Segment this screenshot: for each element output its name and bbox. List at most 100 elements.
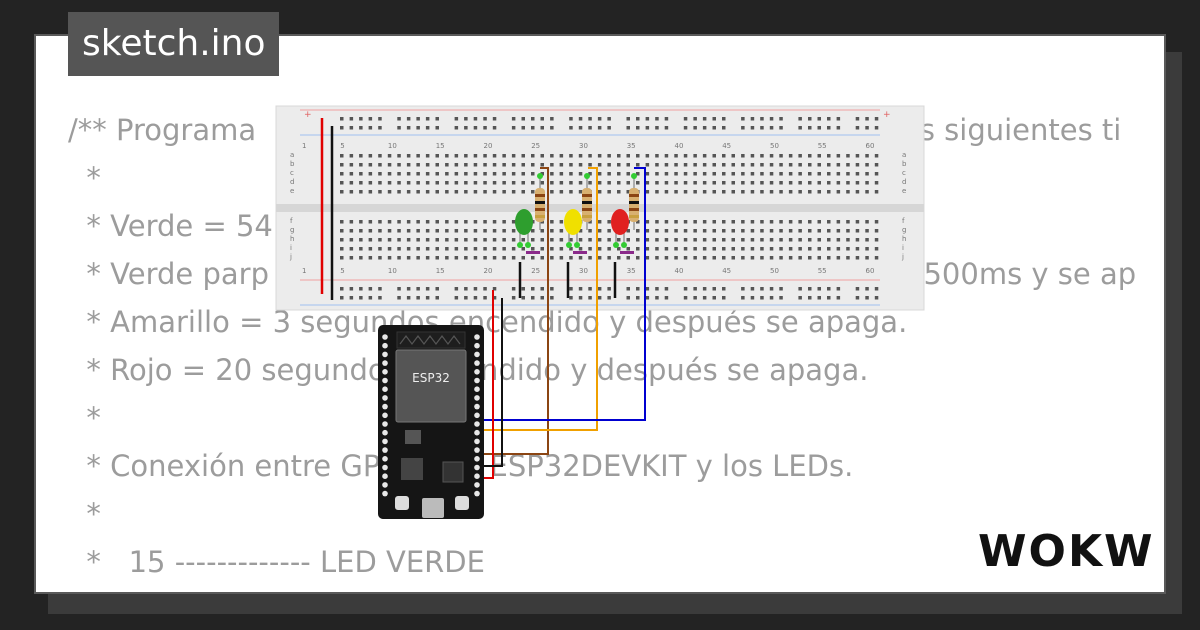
breadboard-hole [836,163,841,167]
breadboard-hole [808,181,812,185]
breadboard-hole [378,181,382,185]
breadboard-hole [846,172,850,176]
mcu-pin [382,351,388,358]
breadboard-hole [874,247,879,251]
breadboard-hole [702,247,707,251]
breadboard-hole [473,117,478,121]
breadboard-hole [531,296,535,300]
breadboard-hole [464,296,468,300]
breadboard-hole [865,190,869,194]
breadboard-hole [664,229,669,233]
breadboard-hole [454,229,459,233]
breadboard-hole [349,238,354,242]
breadboard-hole [435,154,439,158]
breadboard-hole [712,190,716,194]
breadboard-hole [827,220,831,224]
breadboard-hole [359,117,363,121]
breadboard-hole [645,181,650,185]
breadboard-hole [731,256,735,260]
breadboard-hole [779,172,783,176]
breadboard-hole [406,256,411,260]
breadboard-hole [473,287,478,291]
mcu-pin [382,473,388,480]
breadboard-hole [683,163,688,167]
breadboard-hole [712,256,716,260]
breadboard-hole [378,190,382,194]
breadboard-hole [425,287,430,291]
breadboard-hole [722,256,726,260]
mcu-pin [474,369,480,375]
row-label: c [902,169,906,177]
breadboard-hole [349,117,354,121]
breadboard-hole [550,220,554,224]
breadboard-hole [387,154,392,158]
breadboard-hole [359,247,363,251]
breadboard-hole [397,247,401,251]
breadboard-hole [664,287,669,291]
mcu-pin [474,403,480,410]
breadboard-hole [464,117,468,121]
breadboard-hole [492,172,497,176]
esp32-chip-label: ESP32 [412,371,450,385]
mcu-pin [382,438,388,445]
breadboard-hole [473,190,478,194]
breadboard-hole [550,163,554,167]
breadboard-hole [779,163,783,167]
breadboard-hole [492,256,497,260]
breadboard-hole [349,296,354,300]
breadboard-hole [779,238,783,242]
breadboard-hole [827,247,831,251]
breadboard-hole [502,256,506,260]
breadboard-hole [702,296,707,300]
code-line: * [68,401,101,435]
orange-signal-wire [484,167,598,431]
breadboard-hole [559,163,564,167]
breadboard-hole [454,247,459,251]
breadboard-hole [655,256,659,260]
breadboard-hole [722,163,726,167]
breadboard-hole [387,229,392,233]
breadboard-hole [540,229,544,233]
breadboard-hole [636,181,640,185]
column-label: 30 [579,267,588,275]
breadboard-hole [702,229,707,233]
breadboard-hole [798,126,802,130]
breadboard-hole [559,256,564,260]
breadboard-hole [359,181,363,185]
breadboard-hole [425,238,430,242]
breadboard-hole [349,229,354,233]
breadboard-hole [416,229,420,233]
breadboard-hole [750,220,755,224]
breadboard-hole [387,256,392,260]
breadboard-hole [655,229,659,233]
breadboard-hole [502,229,506,233]
column-label: 1 [302,267,306,275]
breadboard-hole [454,220,459,224]
file-title-tab[interactable]: sketch.ino [68,12,280,76]
code-line: * 15 ------------- LED VERDE [68,545,485,579]
breadboard-hole [731,154,735,158]
breadboard-hole [683,126,688,130]
breadboard-hole [683,220,688,224]
breadboard-hole [645,296,650,300]
regulator [405,430,421,444]
breadboard-hole [817,163,821,167]
breadboard-hole [846,220,850,224]
red-led [611,209,629,248]
breadboard-hole [349,247,354,251]
breadboard-hole [340,154,344,158]
breadboard-hole [483,256,487,260]
column-label: 20 [484,267,493,275]
breadboard-hole [378,238,382,242]
breadboard-hole [340,190,344,194]
breadboard-hole [531,190,535,194]
usb-uart-chip [442,461,464,483]
breadboard-hole [702,238,707,242]
breadboard-hole [368,163,373,167]
breadboard-hole [645,247,650,251]
breadboard-hole [874,163,879,167]
breadboard-hole [550,256,554,260]
breadboard-hole [368,117,373,121]
mcu-pin [382,395,388,401]
